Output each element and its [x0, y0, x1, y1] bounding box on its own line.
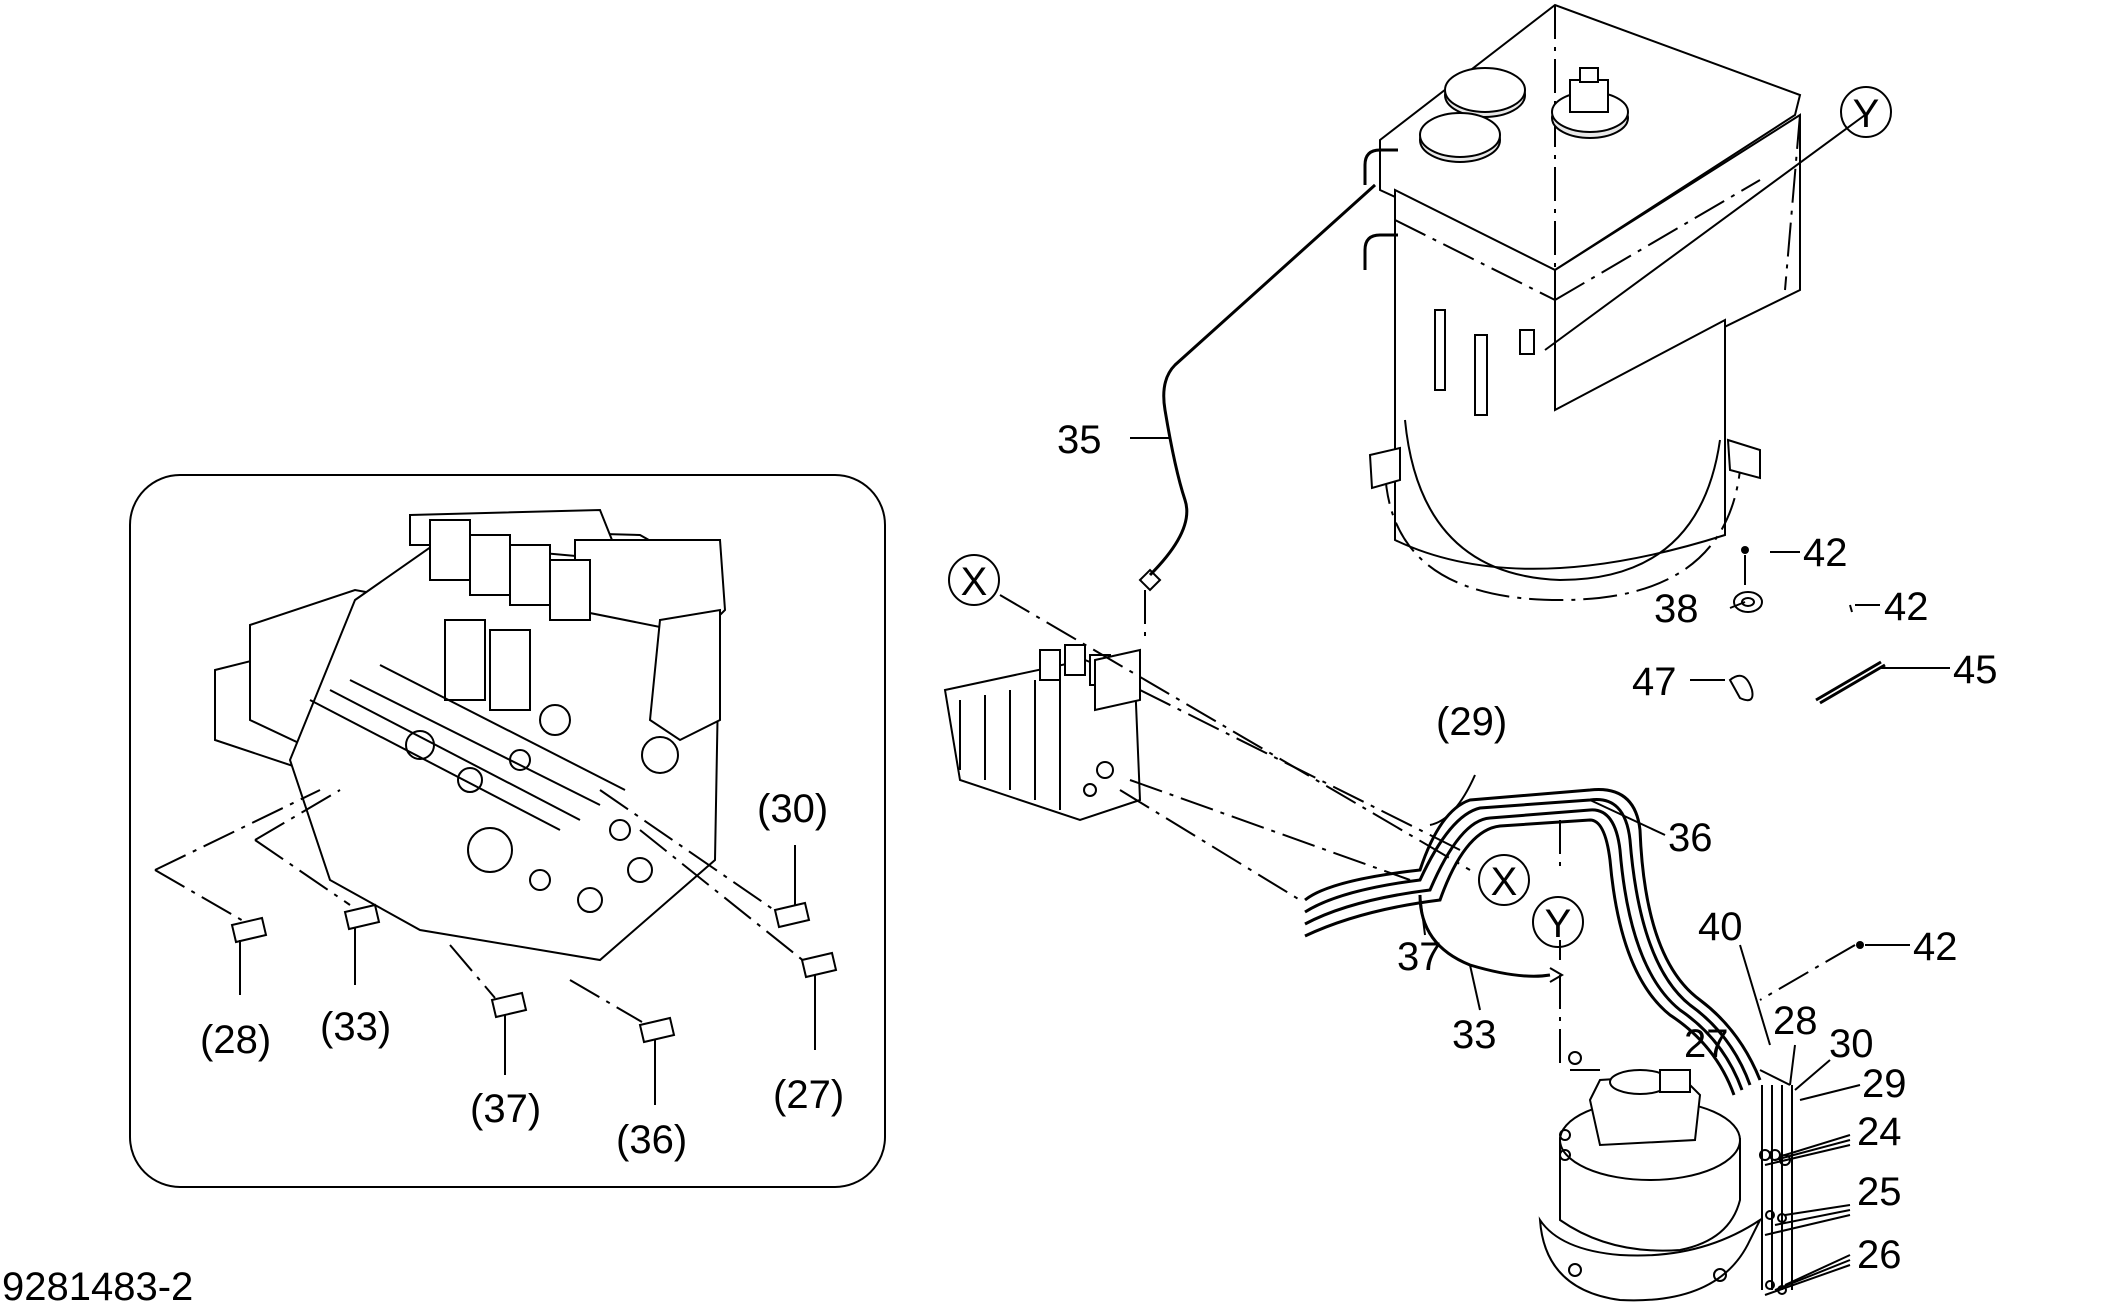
hydraulic-tank — [1363, 3, 1802, 602]
callout-24: 24 — [1857, 1110, 1902, 1154]
callout-38: 38 — [1654, 587, 1699, 631]
reference-marker-y-mid: Y — [1532, 896, 1584, 948]
marker-y-mid-text: Y — [1545, 902, 1572, 946]
inset-fitting-33 — [254, 789, 381, 985]
control-valve-small — [943, 644, 1142, 822]
inset-callout-36: (36) — [616, 1118, 687, 1162]
loose-parts — [1728, 546, 1886, 1001]
callout-29-parenthesized: (29) — [1436, 700, 1507, 744]
callout-40: 40 — [1698, 905, 1743, 949]
callout-33: 33 — [1452, 1013, 1497, 1057]
callout-36: 36 — [1668, 816, 1713, 860]
inset-callout-37: (37) — [470, 1087, 541, 1131]
callout-47: 47 — [1632, 660, 1677, 704]
callout-42-top: 42 — [1803, 531, 1848, 575]
callout-37: 37 — [1397, 935, 1442, 979]
inset-callout-33: (33) — [320, 1005, 391, 1049]
reference-marker-y-top: Y — [1840, 86, 1892, 138]
callout-42-bottom: 42 — [1913, 925, 1958, 969]
reference-marker-x-top: X — [948, 554, 1000, 606]
callout-29: 29 — [1862, 1062, 1907, 1106]
tank-gauge-holes — [1434, 309, 1535, 416]
detail-inset — [129, 474, 886, 1188]
callout-25: 25 — [1857, 1170, 1902, 1214]
inset-callout-28: (28) — [200, 1018, 271, 1062]
marker-x-mid-text: X — [1491, 860, 1518, 904]
leader-lines — [1130, 114, 1950, 1296]
marker-y-top-text: Y — [1853, 92, 1880, 136]
inset-control-valve — [214, 508, 727, 962]
callout-35: 35 — [1057, 418, 1102, 462]
inset-callout-labels: (30) (28) (33) (37) (36) (27) — [200, 787, 844, 1162]
callout-30: 30 — [1829, 1022, 1874, 1066]
inset-callout-30: (30) — [757, 787, 828, 831]
inset-fitting-27 — [639, 829, 838, 1050]
inset-callout-27: (27) — [773, 1073, 844, 1117]
inset-fitting-37 — [449, 944, 528, 1075]
callout-labels: 35 42 38 42 47 45 (29) 36 40 42 28 27 30… — [1057, 418, 1998, 1277]
inset-fitting-28 — [154, 789, 321, 995]
callout-27: 27 — [1684, 1022, 1729, 1066]
fittings-stack — [1759, 1085, 1793, 1295]
pilot-hose-35 — [1138, 183, 1377, 640]
callout-28: 28 — [1773, 999, 1818, 1043]
reference-marker-x-mid: X — [1478, 854, 1530, 906]
hose-bundle — [999, 594, 1762, 1096]
callout-45: 45 — [1953, 648, 1998, 692]
swing-motor — [1538, 1051, 1763, 1302]
inset-fitting-36 — [569, 979, 676, 1105]
callout-42-middle: 42 — [1884, 585, 1929, 629]
marker-x-top-text: X — [961, 560, 988, 604]
drawing-number: 9281483-2 — [2, 1265, 193, 1309]
callout-26: 26 — [1857, 1233, 1902, 1277]
inset-fitting-30 — [599, 789, 811, 929]
